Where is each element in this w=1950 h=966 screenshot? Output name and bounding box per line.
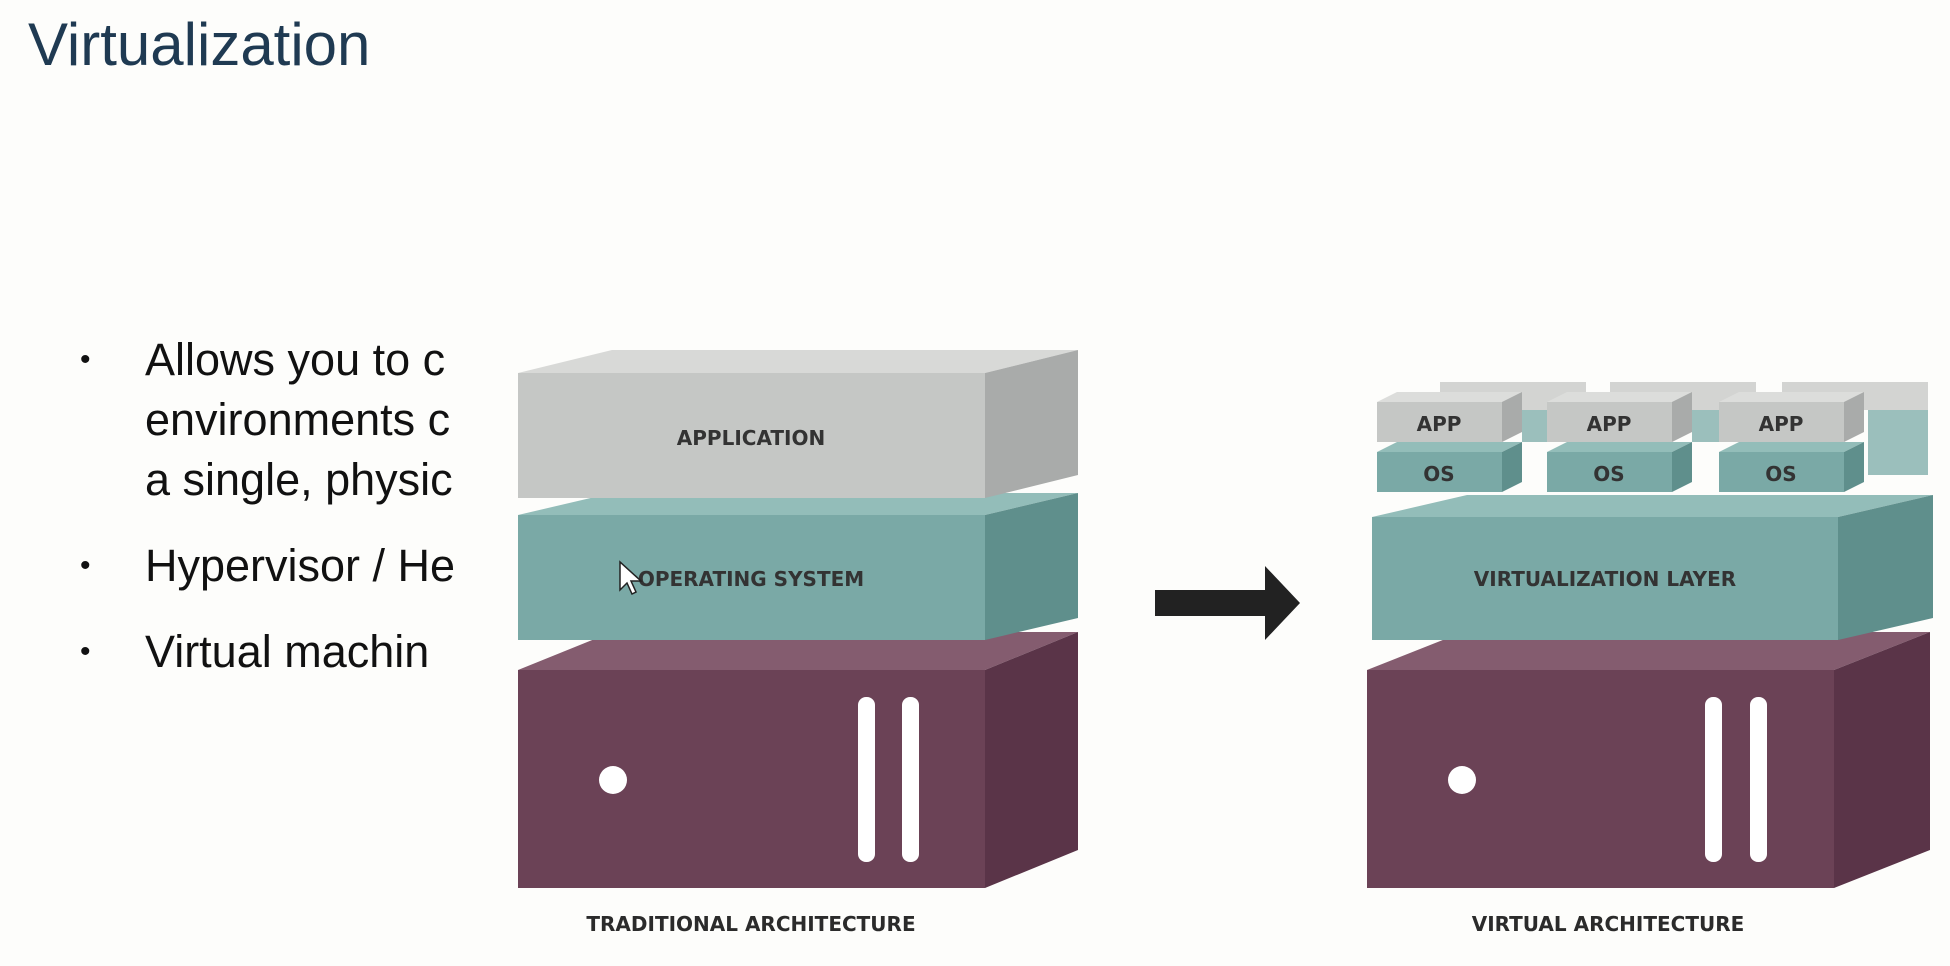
bullet-item: • Virtual machin [80,622,465,682]
virtualization-layer-block: VIRTUALIZATION LAYER [1372,495,1933,640]
traditional-architecture: OPERATING SYSTEM APPLICATION TRADITIONAL… [518,350,1078,936]
vm-stack: OS APP [1377,382,1586,492]
vm-stack: OS APP [1719,382,1928,492]
virtualization-layer-label: VIRTUALIZATION LAYER [1474,567,1736,591]
bullet-text: Virtual machin [145,626,430,677]
drive-slot-icon [858,697,875,862]
vm-os-label: OS [1765,462,1796,486]
vm-stack: OS APP [1547,382,1756,492]
os-block: OPERATING SYSTEM [518,493,1078,640]
slide-title: Virtualization [28,11,371,78]
power-led-icon [599,766,627,794]
vm-os-label: OS [1423,462,1454,486]
application-label: APPLICATION [677,426,825,450]
bullet-dot-icon: • [80,635,91,668]
bullet-text: Allows you to c environments c a single,… [145,334,453,505]
power-led-icon [1448,766,1476,794]
application-block: APPLICATION [518,350,1078,498]
drive-slot-icon [1705,697,1722,862]
bullet-text: Hypervisor / Hе [145,540,456,591]
bullet-list: • Allows you to c environments c a singl… [80,330,465,708]
os-label: OPERATING SYSTEM [638,567,864,591]
virtual-architecture: VIRTUALIZATION LAYER OS APP OS A [1367,382,1933,936]
virtual-caption: VIRTUAL ARCHITECTURE [1472,912,1745,936]
traditional-caption: TRADITIONAL ARCHITECTURE [586,912,915,936]
mouse-cursor-icon [619,560,643,596]
drive-slot-icon [902,697,919,862]
vm-app-label: APP [1587,412,1632,436]
server-box [518,632,1078,888]
bullet-item: • Allows you to c environments c a singl… [80,330,465,510]
bullet-dot-icon: • [80,343,91,376]
vm-app-label: APP [1417,412,1462,436]
vm-os-label: OS [1593,462,1624,486]
server-box [1367,632,1930,888]
transition-arrow-icon [1155,566,1300,640]
bullet-item: • Hypervisor / Hе [80,536,465,596]
bullet-dot-icon: • [80,549,91,582]
vm-app-label: APP [1759,412,1804,436]
drive-slot-icon [1750,697,1767,862]
